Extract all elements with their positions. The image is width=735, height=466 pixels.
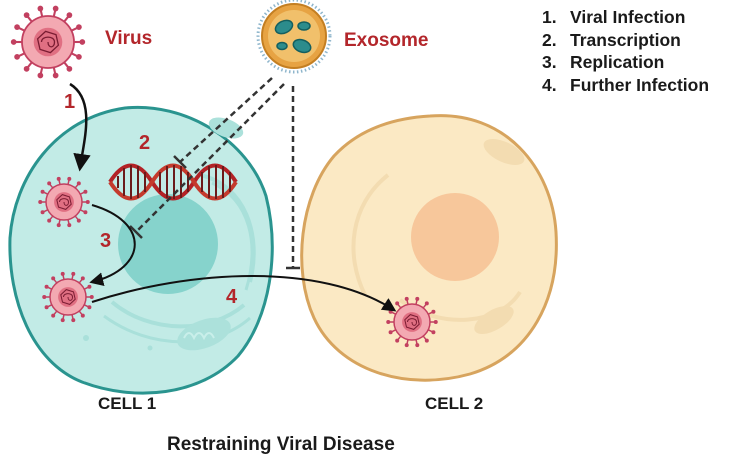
- cell-2-er-fold: [351, 173, 390, 296]
- step-label-4: 4: [226, 286, 238, 308]
- legend-item-2: 2.Transcription: [542, 29, 681, 50]
- inhibition-arrow-icon: [173, 77, 273, 169]
- cell-1-vesicle: [147, 345, 153, 351]
- arrow-replication: [89, 204, 136, 287]
- dna-helix-icon: [108, 163, 238, 201]
- virus-icon: [386, 296, 438, 348]
- mitochondria-icon: [474, 306, 514, 334]
- step-label-3: 3: [100, 230, 112, 252]
- diagram-title: Restraining Viral Disease: [167, 434, 395, 455]
- inhibition-arrow-icon: [286, 86, 300, 270]
- exosome-icon: [256, 0, 332, 74]
- mitochondria-icon: [483, 139, 525, 165]
- virus-icon: [10, 5, 86, 79]
- mitochondria-icon: [177, 317, 231, 351]
- cell-1: [8, 105, 274, 395]
- cell-1-er-fold: [199, 173, 256, 283]
- legend-list: 1.Viral Infection 2.Transcription 3.Repl…: [542, 6, 709, 96]
- step-label-1: 1: [64, 91, 76, 113]
- legend-item-3: 3.Replication: [542, 52, 665, 72]
- inhibition-arrow-icon: [129, 83, 285, 239]
- legend-item-1: 1.Viral Infection: [542, 7, 686, 27]
- exosome-label: Exosome: [344, 30, 429, 51]
- cell-2: [300, 114, 558, 382]
- virus-layer: [10, 5, 438, 348]
- arrow-viral-infection: [69, 82, 91, 172]
- virus-icon: [42, 271, 94, 323]
- legend-item-4: 4.Further Infection: [542, 74, 710, 95]
- arrow-further-infection: [91, 275, 397, 312]
- cell-1-label: CELL 1: [98, 394, 157, 413]
- virus-icon: [38, 176, 90, 228]
- cell-1-vesicle: [83, 335, 89, 341]
- step-label-2: 2: [139, 132, 151, 154]
- virus-label: Virus: [105, 28, 153, 49]
- cell-2-nucleus: [411, 193, 499, 281]
- cell-1-er-fold: [110, 300, 246, 329]
- mitochondria-icon: [208, 117, 244, 139]
- cell-2-label: CELL 2: [425, 394, 484, 413]
- cell-1-nucleus: [118, 194, 218, 294]
